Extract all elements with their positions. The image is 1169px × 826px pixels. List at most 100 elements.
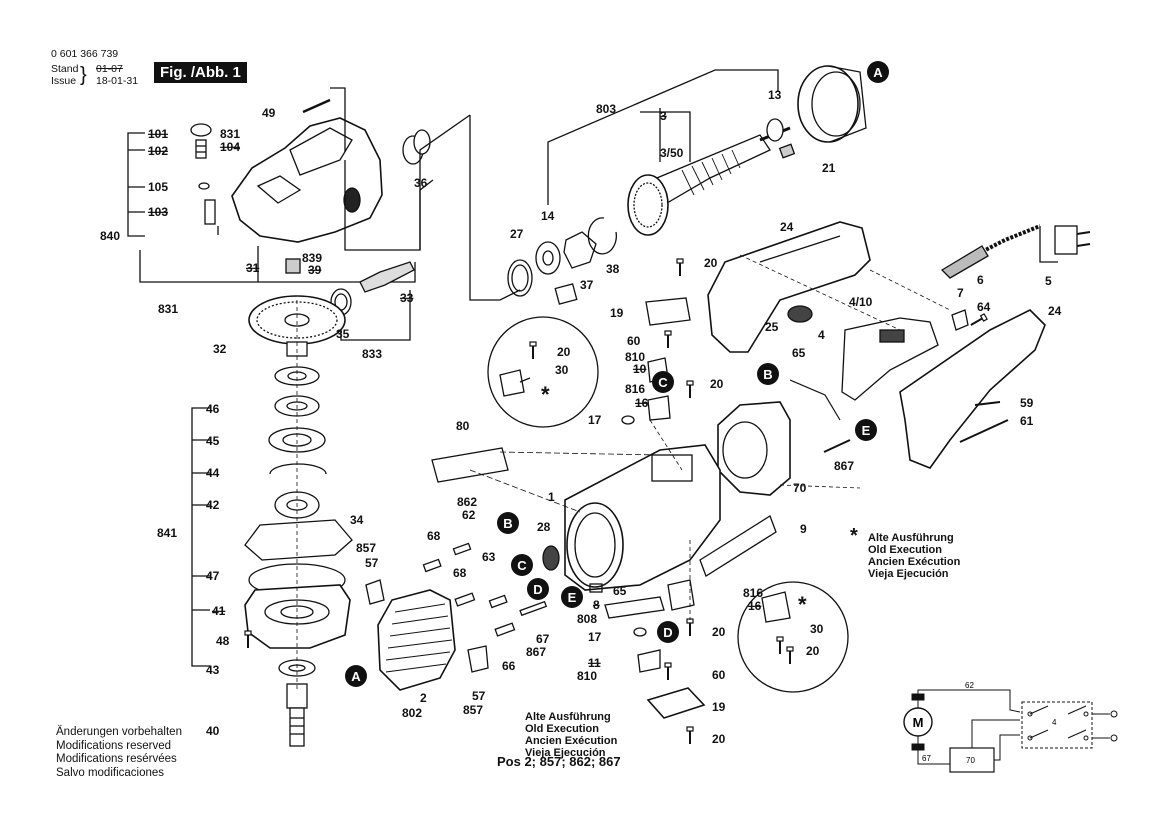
- electronics-box-symbol: [949, 747, 995, 773]
- part-label: 816: [625, 382, 645, 396]
- part-label: 45: [206, 434, 220, 448]
- wire-label-62: 62: [965, 681, 974, 690]
- part-label: 4: [818, 328, 825, 342]
- callout-b-bottom: B: [497, 512, 519, 534]
- callout-a-top: A: [867, 61, 889, 83]
- part-label: 102: [148, 144, 168, 158]
- part-label: 28: [537, 520, 551, 534]
- part-label: 42: [206, 498, 220, 512]
- part-label: 16: [748, 599, 762, 613]
- part-label: 64: [977, 300, 991, 314]
- callout-d-top: D: [527, 578, 549, 600]
- old-execution-inset-bottom: [737, 581, 849, 693]
- callout-a-bottom: A: [345, 665, 367, 687]
- part-label: 66: [502, 659, 516, 673]
- part-number: 0 601 366 739: [51, 48, 119, 60]
- part-label: 67: [536, 632, 550, 646]
- part-label: 59: [1020, 396, 1034, 410]
- part-label: 20: [806, 644, 820, 658]
- part-label: 20: [712, 732, 726, 746]
- part-label: 803: [596, 102, 616, 116]
- part-label: 24: [1048, 304, 1062, 318]
- legend-line: Ancien Exécution: [525, 735, 618, 747]
- part-label: 867: [526, 645, 546, 659]
- part-label: 43: [206, 663, 220, 677]
- position-list: Pos 2; 857; 862; 867: [497, 754, 621, 769]
- part-label: 802: [402, 706, 422, 720]
- svg-text:B: B: [503, 516, 512, 531]
- part-label: 9: [800, 522, 807, 536]
- note-line: Modifications reserved: [56, 739, 172, 752]
- callout-e-top: E: [855, 419, 877, 441]
- part-label: 40: [206, 724, 220, 738]
- part-label: 48: [216, 634, 230, 648]
- part-label: 839: [302, 251, 322, 265]
- motor-housing-group: [365, 444, 777, 745]
- svg-text:A: A: [351, 669, 361, 684]
- part-label: 857: [463, 703, 483, 717]
- svg-text:C: C: [658, 375, 668, 390]
- part-label: 810: [577, 669, 597, 683]
- brace-glyph: }: [80, 64, 87, 86]
- part-label: 11: [588, 656, 601, 670]
- inset-star-top: *: [541, 382, 550, 407]
- part-label: 24: [780, 220, 794, 234]
- armature-group: [469, 65, 867, 305]
- part-label: 30: [555, 363, 569, 377]
- inset-star-bottom: *: [798, 592, 807, 617]
- part-label: 17: [588, 630, 602, 644]
- part-label: 36: [414, 176, 428, 190]
- switch-label-4: 4: [1052, 718, 1057, 727]
- part-label: 21: [822, 161, 836, 175]
- legend-line: Alte Ausführung: [525, 711, 611, 723]
- part-label: 65: [792, 346, 806, 360]
- part-label: 57: [472, 689, 486, 703]
- part-label: 60: [712, 668, 726, 682]
- star-marker: *: [850, 525, 858, 547]
- callout-b-top: B: [757, 363, 779, 385]
- svg-text:D: D: [533, 582, 542, 597]
- part-label: 19: [610, 306, 624, 320]
- part-label: 831: [220, 127, 240, 141]
- part-label: 35: [336, 327, 350, 341]
- part-label: 49: [262, 106, 276, 120]
- part-label: 13: [768, 88, 782, 102]
- wire-label-67: 67: [922, 754, 931, 763]
- figure-label: Fig. /Abb. 1: [154, 62, 247, 83]
- part-label: 840: [100, 229, 120, 243]
- part-label: 65: [613, 584, 627, 598]
- part-label: 33: [400, 291, 414, 305]
- part-label: 3: [660, 109, 667, 123]
- part-label: 857: [356, 541, 376, 555]
- part-label: 4/10: [849, 295, 873, 309]
- legend-line: Old Execution: [868, 544, 942, 556]
- part-label: 867: [834, 459, 854, 473]
- part-label: 63: [482, 550, 496, 564]
- part-label: 17: [588, 413, 602, 427]
- legend-line: Old Execution: [525, 723, 599, 735]
- part-label: 808: [577, 612, 597, 626]
- legend-line: Vieja Ejecución: [868, 568, 949, 580]
- part-label: 3/50: [660, 146, 684, 160]
- svg-text:B: B: [763, 367, 772, 382]
- callout-d-bottom: D: [657, 621, 679, 643]
- part-label: 38: [606, 262, 620, 276]
- svg-text:E: E: [568, 590, 577, 605]
- part-label: 47: [206, 569, 220, 583]
- part-label: 104: [220, 140, 240, 154]
- handle-group: [645, 221, 1091, 496]
- svg-text:E: E: [862, 423, 871, 438]
- part-label: 31: [246, 261, 260, 275]
- callout-e-bottom: E: [561, 586, 583, 608]
- part-label: 16: [635, 396, 649, 410]
- part-label: 103: [148, 205, 168, 219]
- part-label: 6: [977, 273, 984, 287]
- legend-line: Vieja Ejecución: [525, 747, 606, 759]
- part-label: 32: [213, 342, 227, 356]
- part-label: 62: [462, 508, 476, 522]
- callout-c-top: C: [652, 371, 674, 393]
- part-label: 833: [362, 347, 382, 361]
- part-label: 10: [633, 362, 647, 376]
